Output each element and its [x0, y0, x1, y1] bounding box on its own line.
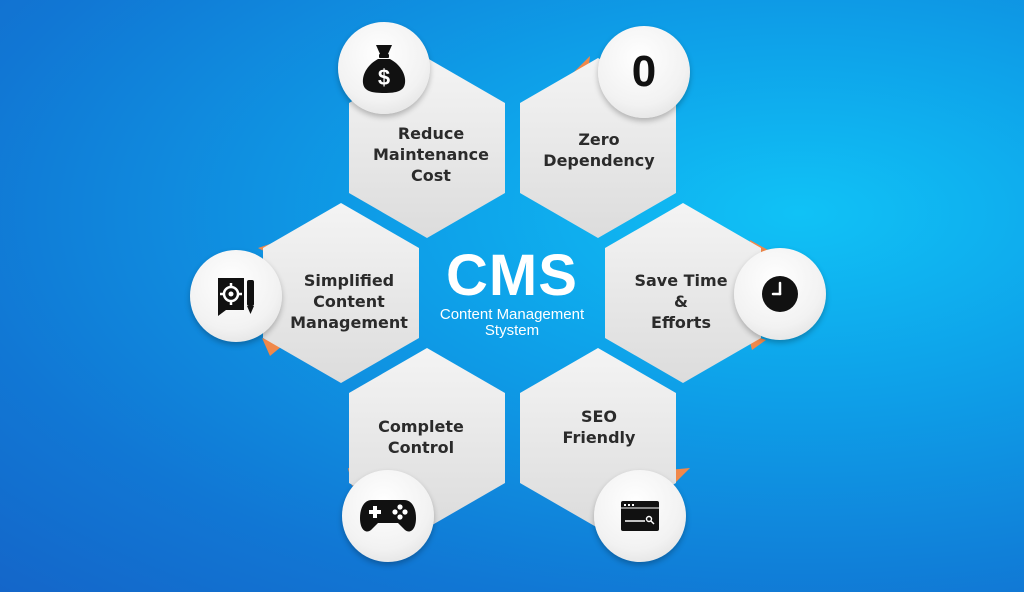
gamepad-badge [342, 470, 434, 562]
money-bag-icon: $ [362, 45, 406, 93]
hexagon-save-time [605, 203, 761, 383]
settings-document-icon [218, 278, 254, 316]
label-save-time-efforts: Save Time & Efforts [634, 271, 728, 332]
settings-document-badge [190, 250, 282, 342]
cms-subtitle-line1: Content Management [439, 306, 585, 323]
label-simplified-content-management: Simplified Content Management [290, 271, 408, 332]
clock-icon [762, 276, 798, 312]
browser-search-badge [594, 470, 686, 562]
label-seo-friendly: SEO Friendly [562, 407, 636, 447]
hexagon-simplified-content [263, 203, 419, 383]
clock-badge [734, 248, 826, 340]
money-bag-badge: $ [338, 22, 430, 114]
cms-center-title: CMS Content Management Stystem [412, 245, 612, 339]
label-zero-dependency: Zero Dependency [543, 130, 655, 170]
label-reduce-maintenance-cost: Reduce Maintenance Cost [372, 124, 489, 185]
zero-badge: 0 [598, 26, 690, 118]
browser-search-icon [621, 501, 659, 531]
gamepad-icon [360, 500, 416, 532]
cms-subtitle-line2: Stystem [484, 322, 540, 339]
accent-tab [262, 338, 282, 356]
cms-title: CMS [446, 243, 578, 308]
svg-text:$: $ [378, 65, 390, 90]
zero-icon: 0 [631, 47, 657, 96]
label-complete-control: Complete Control [378, 417, 464, 457]
